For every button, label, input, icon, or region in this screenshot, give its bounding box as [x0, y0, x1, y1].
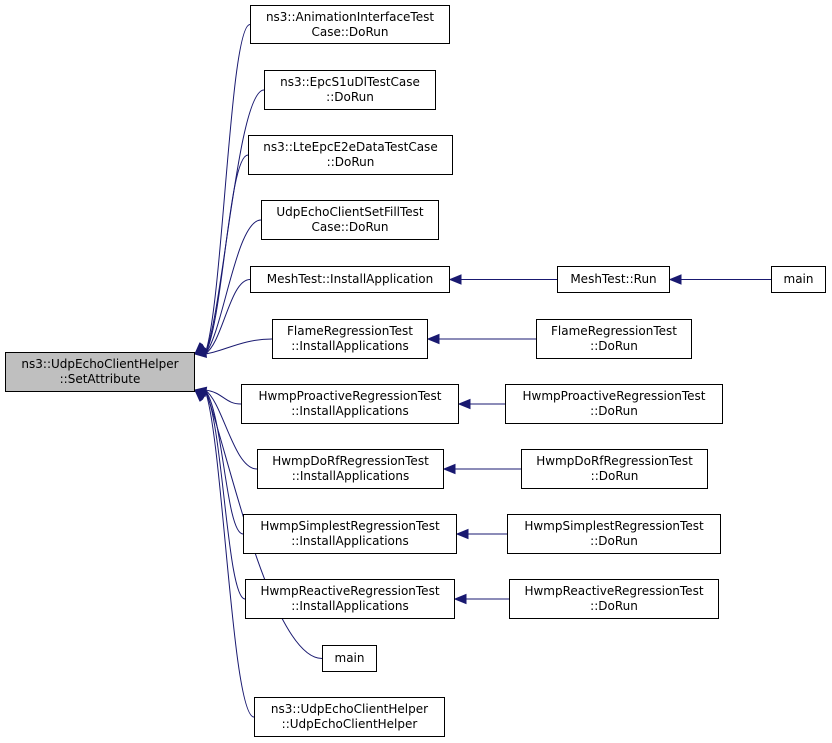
node-udp-echo-client-set-fill-test-case-dorun[interactable]: UdpEchoClientSetFillTest Case::DoRun [261, 200, 439, 240]
node-label-line: HwmpDoRfRegressionTest [272, 454, 429, 468]
node-label-line: ns3::UdpEchoClientHelper [21, 357, 179, 371]
call-edge-lte-to-focus [194, 154, 249, 355]
call-edge-simrun-to-siminst [455, 528, 507, 540]
node-hwmp-reactive-regression-test-install-applications[interactable]: HwmpReactiveRegressionTest ::InstallAppl… [245, 579, 455, 619]
node-label-line: ns3::EpcS1uDlTestCase [280, 75, 420, 89]
node-flame-regression-test-dorun[interactable]: FlameRegressionTest ::DoRun [536, 319, 692, 359]
node-label-line: ::InstallApplications [291, 404, 409, 418]
node-label-line: Case::DoRun [311, 24, 389, 39]
node-mesh-test-install-application[interactable]: MeshTest::InstallApplication [250, 266, 450, 293]
call-edge-anim-to-focus [194, 24, 251, 355]
node-label-line: MeshTest::Run [570, 272, 657, 286]
edge-line [204, 389, 244, 535]
node-lte-epc-e2e-data-test-case-dorun[interactable]: ns3::LteEpcE2eDataTestCase ::DoRun [248, 135, 453, 175]
call-edge-dorfrun-to-dorfinst [442, 463, 521, 475]
edge-arrowhead [453, 593, 467, 605]
edge-arrowhead [457, 398, 471, 410]
node-label-line: main [334, 651, 365, 665]
node-label-line: MeshTest::InstallApplication [266, 272, 434, 286]
call-edge-flamerun-to-flameinst [426, 333, 536, 345]
edge-line [204, 389, 246, 600]
node-label-line: HwmpDoRfRegressionTest [536, 454, 693, 468]
node-label-line: ::DoRun [590, 599, 638, 613]
edge-line [204, 389, 242, 405]
edge-line [204, 279, 251, 355]
node-label-line: ::DoRun [326, 90, 374, 104]
node-label-line: UdpEchoClientSetFillTest [276, 205, 424, 219]
node-main-1[interactable]: main [771, 266, 826, 293]
node-label-line: ::InstallApplications [291, 599, 409, 613]
edge-line [204, 338, 273, 355]
node-hwmp-simplest-regression-test-dorun[interactable]: HwmpSimplestRegressionTest ::DoRun [507, 514, 721, 554]
node-label-line: ns3::LteEpcE2eDataTestCase [263, 140, 438, 154]
edge-arrowhead [193, 347, 207, 359]
node-label-line: Case::DoRun [311, 220, 389, 234]
node-label-line: HwmpSimplestRegressionTest [524, 519, 704, 533]
node-label-line: ::DoRun [590, 404, 638, 418]
node-main-2[interactable]: main [322, 645, 377, 672]
call-edge-flameinst-to-focus [193, 338, 273, 359]
node-hwmp-dorf-regression-test-install-applications[interactable]: HwmpDoRfRegressionTest ::InstallApplicat… [257, 449, 444, 489]
node-label-line: ::SetAttribute [59, 372, 141, 386]
edge-arrowhead [194, 389, 207, 402]
call-edge-reainst-to-focus [194, 389, 246, 600]
edge-arrowhead [442, 463, 456, 475]
call-edge-epc-to-focus [194, 89, 265, 355]
edge-line [204, 389, 255, 718]
node-label-line: ::InstallApplications [291, 534, 409, 548]
node-udp-echo-client-helper-set-attribute[interactable]: ns3::UdpEchoClientHelper ::SetAttribute [5, 352, 195, 392]
node-hwmp-reactive-regression-test-dorun[interactable]: HwmpReactiveRegressionTest ::DoRun [509, 579, 719, 619]
node-label-line: main [783, 272, 814, 286]
edge-arrowhead [668, 274, 682, 285]
node-label-line: FlameRegressionTest [551, 324, 677, 338]
node-label-line: ::InstallApplications [291, 339, 409, 353]
edge-line [204, 24, 251, 355]
call-edge-prorun-to-proinst [457, 398, 505, 410]
node-hwmp-proactive-regression-test-dorun[interactable]: HwmpProactiveRegressionTest ::DoRun [505, 384, 723, 424]
edge-line [204, 219, 262, 355]
call-edge-ctor-to-focus [194, 389, 255, 718]
node-udp-echo-client-helper-constructor[interactable]: ns3::UdpEchoClientHelper ::UdpEchoClient… [254, 697, 445, 737]
edge-arrowhead [426, 333, 440, 345]
node-animation-interface-test-case-dorun[interactable]: ns3::AnimationInterfaceTest Case::DoRun [250, 5, 450, 44]
node-label-line: ::UdpEchoClientHelper [281, 717, 418, 731]
edge-arrowhead [448, 274, 462, 285]
edge-line [204, 154, 249, 355]
node-flame-regression-test-install-applications[interactable]: FlameRegressionTest ::InstallApplication… [272, 319, 428, 359]
node-label-line: ns3::AnimationInterfaceTest [265, 9, 435, 24]
node-label-line: HwmpSimplestRegressionTest [260, 519, 440, 533]
node-label-line: ::DoRun [590, 339, 638, 353]
node-hwmp-dorf-regression-test-dorun[interactable]: HwmpDoRfRegressionTest ::DoRun [521, 449, 708, 489]
node-label-line: FlameRegressionTest [287, 324, 413, 338]
node-label-line: ns3::UdpEchoClientHelper [270, 702, 429, 716]
call-edge-rearun-to-reainst [453, 593, 509, 605]
node-label-line: HwmpProactiveRegressionTest [522, 389, 706, 403]
node-label-line: HwmpProactiveRegressionTest [258, 389, 442, 403]
edge-arrowhead [455, 528, 469, 540]
node-epc-s1u-dl-test-case-dorun[interactable]: ns3::EpcS1uDlTestCase ::DoRun [264, 70, 436, 110]
node-label-line: ::InstallApplications [291, 469, 410, 483]
edge-line [204, 389, 258, 470]
call-edge-main1-to-meshrun [668, 274, 771, 285]
node-label-line: HwmpReactiveRegressionTest [260, 584, 440, 598]
node-mesh-test-run[interactable]: MeshTest::Run [557, 266, 670, 293]
node-label-line: ::DoRun [326, 155, 375, 169]
node-label-line: ::DoRun [590, 469, 639, 483]
node-hwmp-simplest-regression-test-install-applications[interactable]: HwmpSimplestRegressionTest ::InstallAppl… [243, 514, 457, 554]
call-edge-meshrun-to-meshinst [448, 274, 557, 285]
node-hwmp-proactive-regression-test-install-applications[interactable]: HwmpProactiveRegressionTest ::InstallApp… [241, 384, 459, 424]
node-label-line: HwmpReactiveRegressionTest [524, 584, 704, 598]
node-label-line: ::DoRun [590, 534, 638, 548]
